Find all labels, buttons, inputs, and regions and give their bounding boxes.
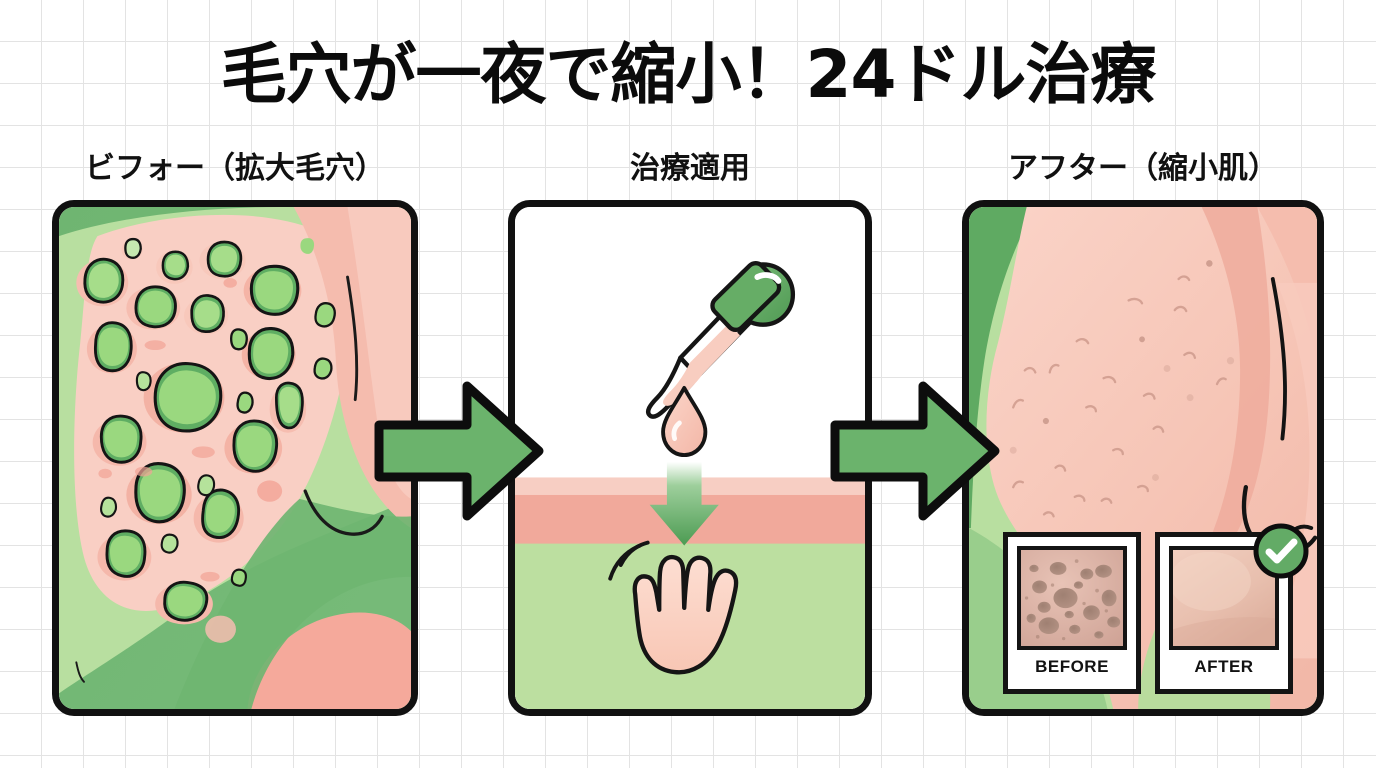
success-badge (1251, 521, 1311, 581)
arrow-right-icon (830, 381, 1000, 521)
flow-arrow-1 (374, 378, 544, 524)
thumbnail-card-after: AFTER (1155, 532, 1293, 694)
panel-before (52, 200, 418, 716)
thumbnail-image-after (1169, 546, 1279, 650)
thumbnail-image-before (1017, 546, 1127, 650)
panel-caption-apply: 治療適用 (630, 151, 750, 186)
thumbnail-label-before: BEFORE (1035, 657, 1109, 676)
enlarged-pores-illustration (59, 207, 411, 709)
porous-skin-texture (1021, 550, 1123, 646)
panel-caption-before: ビフォー（拡大毛穴） (85, 151, 385, 186)
panel-caption-after: アフター（縮小肌） (1008, 151, 1278, 186)
page-title: 毛穴が一夜で縮小！24ドル治療 (220, 36, 1157, 113)
comparison-thumbnail-row: BEFORE AFTER (1003, 532, 1293, 694)
thumbnail-label-after: AFTER (1194, 657, 1254, 676)
smooth-skin-texture (1173, 550, 1275, 646)
treatment-application-illustration (515, 207, 865, 709)
flow-arrow-2 (830, 378, 1000, 524)
panel-apply (508, 200, 872, 716)
thumbnail-card-before: BEFORE (1003, 532, 1141, 694)
arrow-right-icon (374, 381, 544, 521)
check-circle-icon (1253, 523, 1309, 579)
